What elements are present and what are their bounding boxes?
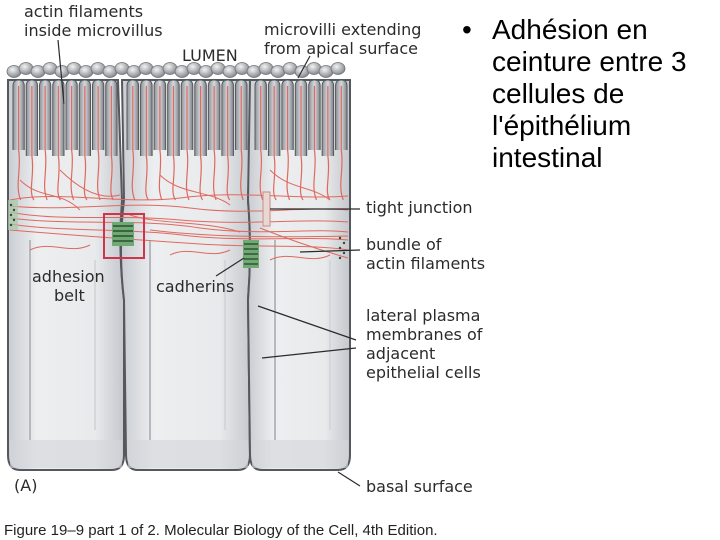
adhesion-belt-box [103,213,145,259]
microvillus-actin-filament [313,86,317,201]
label-lateral-plasma: lateral plasma membranes of adjacent epi… [366,306,483,382]
label-basal-surface: basal surface [366,477,473,496]
microvillus-actin-filament [158,86,163,201]
microvillus-actin-filament [44,86,48,201]
microvillus-actin-filament [97,86,101,201]
microvillus-actin-filament [213,86,217,201]
label-actin-filaments: actin filaments inside microvillus [24,2,163,40]
microvillus-actin-filament [57,86,61,201]
microvillus-actin-filament [259,86,264,201]
microvillus-actin-filament [199,86,204,201]
bullet-text: Adhésion en ceinture entre 3 cellules de… [492,14,687,173]
microvillus-actin-filament [226,86,231,201]
microvillus-actin-bundles [17,86,344,201]
microvillus-actin-filament [145,86,149,201]
label-bundle-actin: bundle of actin filaments [366,235,486,273]
epithelium-diagram [6,39,361,487]
microvillus-actin-filament [30,86,35,201]
microvillus-actin-filament [185,86,190,201]
figure-caption: Figure 19–9 part 1 of 2. Molecular Biolo… [4,522,438,539]
microvillus-actin-filament [240,86,244,201]
microvillus-tip [330,62,346,75]
microvillus-actin-filament [340,86,344,201]
microvillus-actin-filament [17,86,22,201]
microvillus-actin-filament [131,86,136,201]
label-adhesion-belt: adhesion belt [32,267,105,305]
panel-letter: (A) [14,476,38,495]
microvillus-actin-filament [110,86,114,201]
microvillus-actin-filament [299,86,304,201]
microvillus-actin-filament [273,86,277,201]
label-cadherins: cadherins [156,277,235,296]
microvillus-actin-filament [172,86,176,201]
leader-lines [57,39,361,487]
bullet-dot: • [462,14,472,45]
junctional-complexes [8,191,346,268]
label-tight-junction: tight junction [366,198,473,217]
microvillus-actin-filament [83,86,88,201]
microvillus-actin-filament [70,86,75,201]
label-microvilli: microvilli extending from apical surface [264,20,422,58]
microvillus-actin-filament [326,86,331,201]
label-lumen: LUMEN [182,46,238,65]
microvillus-actin-filament [286,86,291,201]
